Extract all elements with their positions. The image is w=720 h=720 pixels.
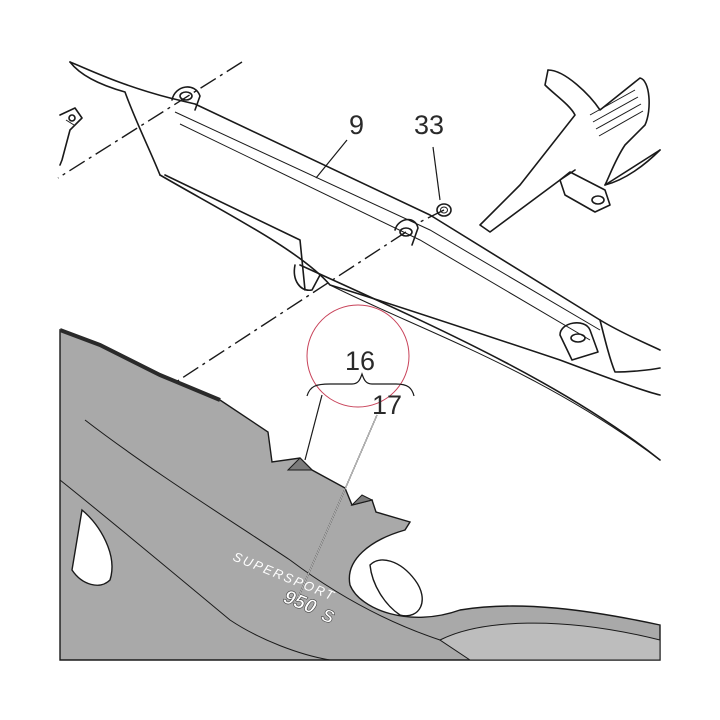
grommet-part-33 — [436, 203, 452, 217]
callout-9: 9 — [349, 110, 364, 140]
callout-17: 17 — [372, 390, 402, 420]
left-bracket-fragment — [59, 107, 83, 166]
right-bracket-assembly — [479, 69, 661, 233]
callout-leaders — [297, 139, 441, 599]
upper-fairing-panel — [69, 61, 661, 461]
highlight-circle — [306, 304, 410, 408]
callout-33: 33 — [414, 110, 444, 140]
side-fairing-panel — [59, 328, 661, 661]
alignment-lines — [57, 61, 445, 383]
callout-16: 16 — [345, 346, 375, 376]
